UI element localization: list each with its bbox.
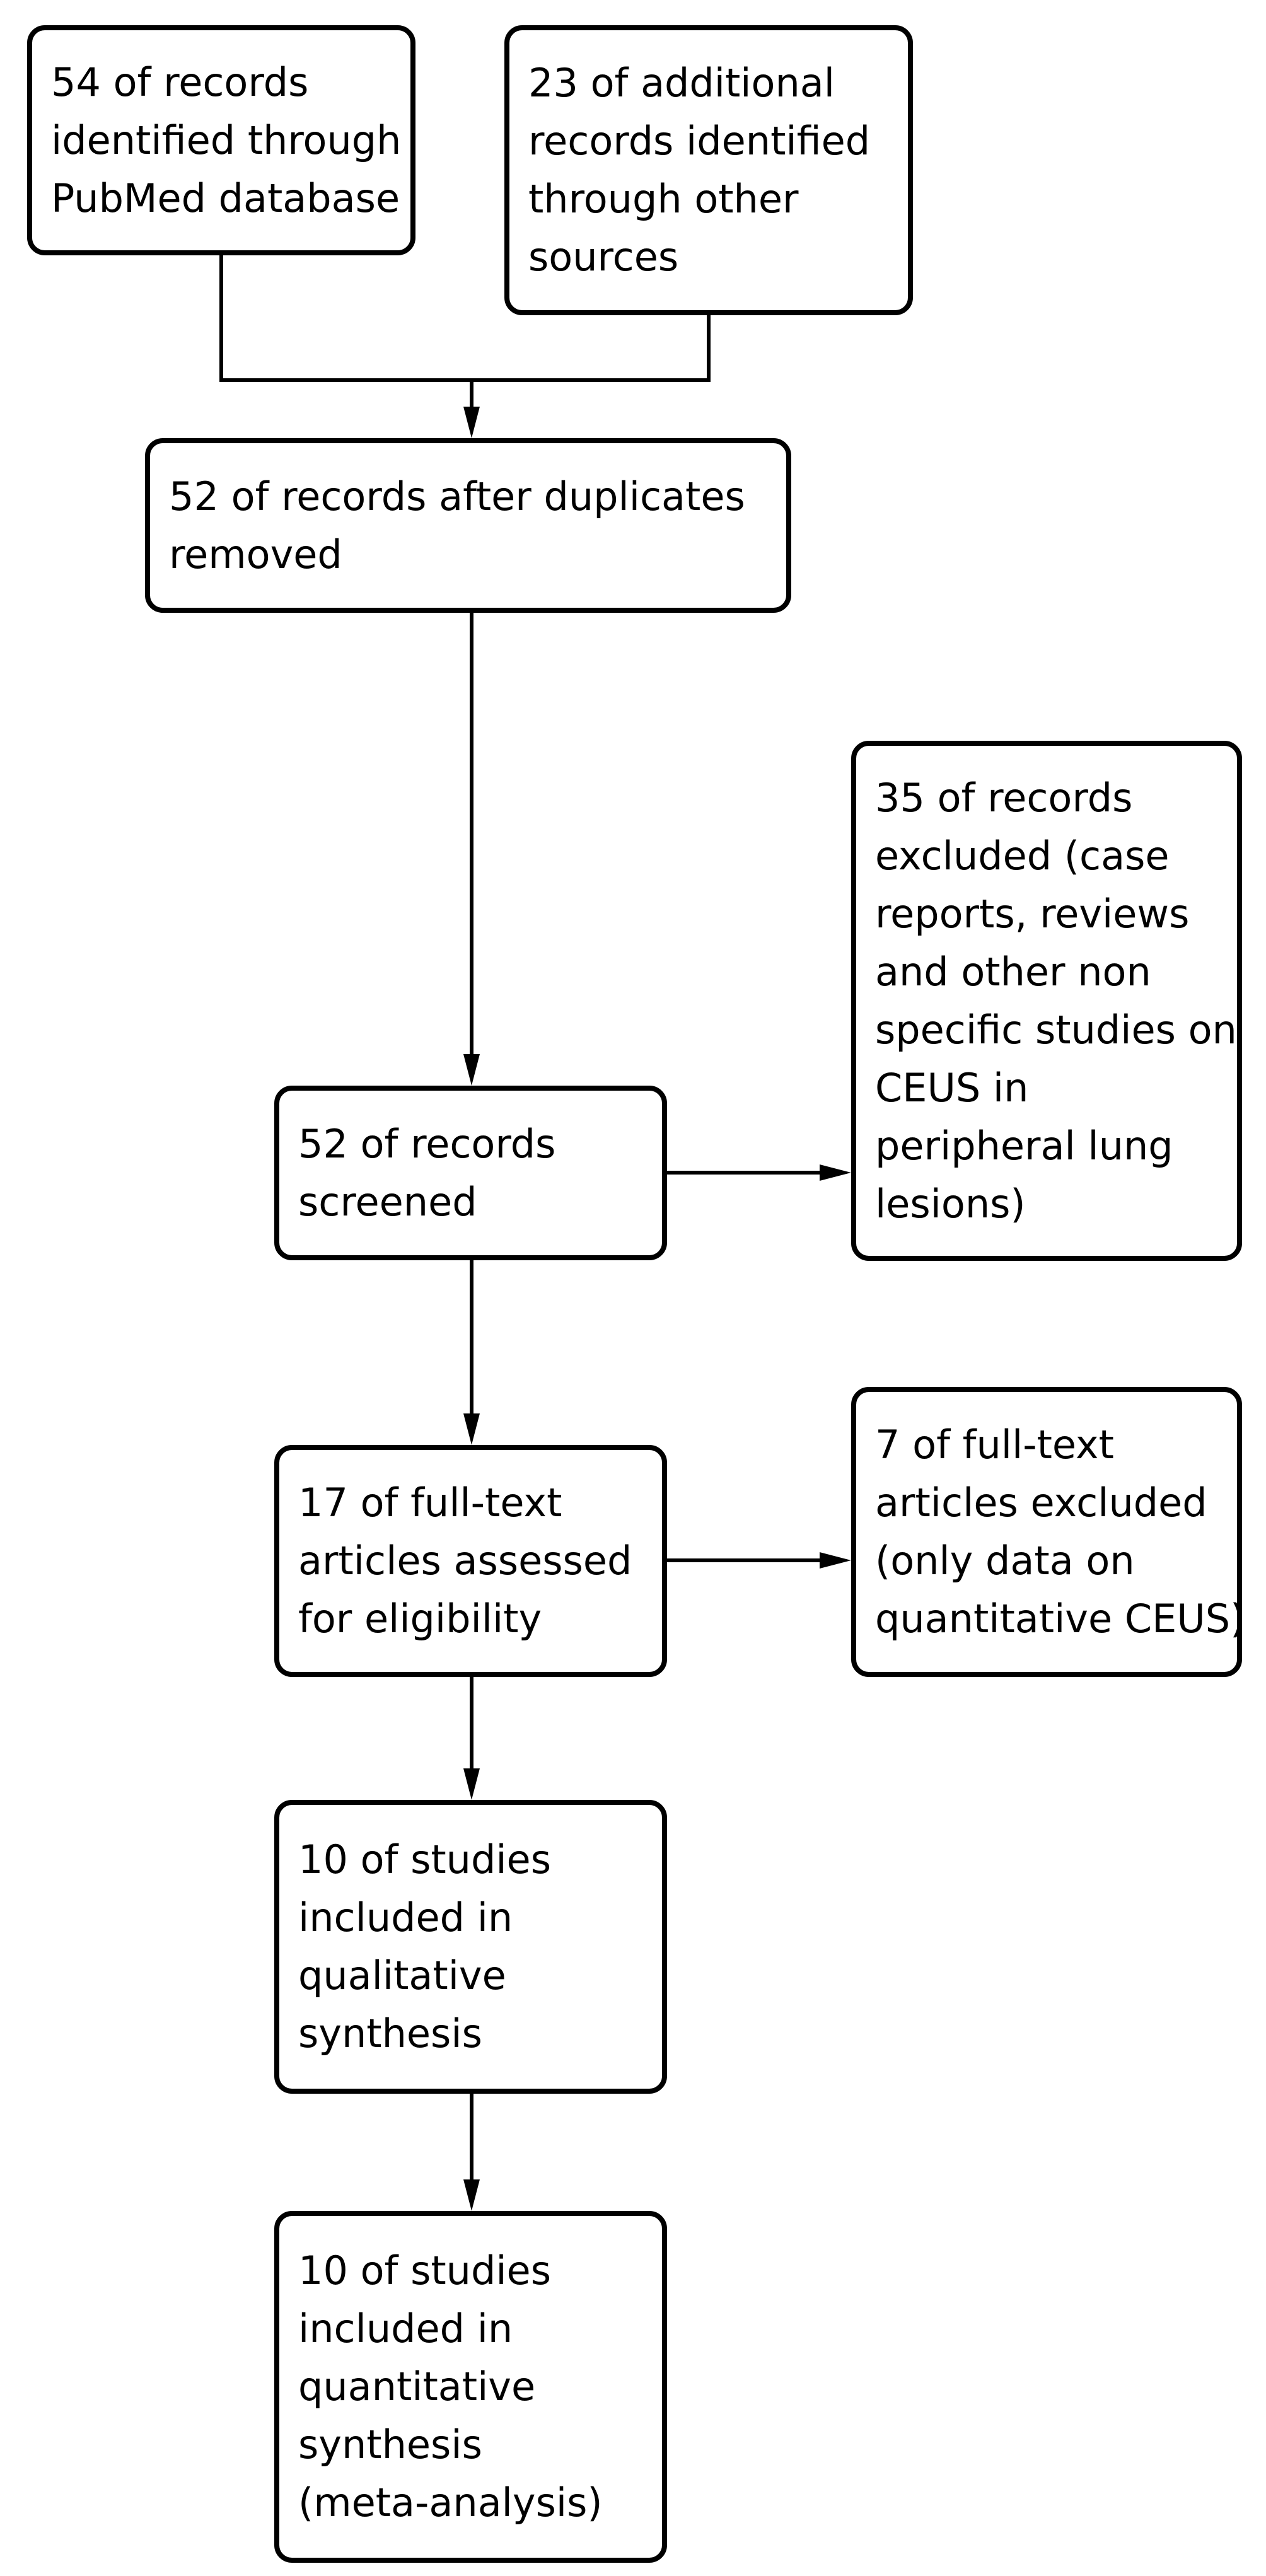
arrowhead-down-duplicates-icon [463, 407, 480, 438]
connector-other-sources-down [707, 313, 711, 380]
node-records-excluded: 35 of records excluded (case reports, re… [851, 741, 1242, 1261]
arrowhead-right-excluded-icon [820, 1164, 851, 1181]
node-records-additional-sources-label: 23 of additional records identified thro… [528, 60, 871, 280]
arrowhead-down-assessed-icon [463, 1413, 480, 1445]
connector-qualitative-to-quantitative [470, 2091, 473, 2183]
node-records-excluded-label: 35 of records excluded (case reports, re… [875, 774, 1237, 1227]
arrowhead-down-screened-icon [463, 1054, 480, 1086]
connector-duplicates-to-screened [470, 610, 473, 1058]
node-qualitative-synthesis: 10 of studies included in qualitative sy… [274, 1800, 667, 2094]
node-fulltext-assessed-label: 17 of full-text articles assessed for el… [298, 1480, 632, 1642]
arrowhead-down-qualitative-icon [463, 1768, 480, 1800]
node-fulltext-assessed: 17 of full-text articles assessed for el… [274, 1445, 667, 1677]
node-qualitative-synthesis-label: 10 of studies included in qualitative sy… [298, 1836, 552, 2057]
node-records-after-duplicates: 52 of records after duplicates removed [145, 438, 791, 613]
node-records-identified-pubmed: 54 of records identified through PubMed … [27, 25, 415, 255]
connector-assessed-to-excluded [665, 1558, 823, 1562]
node-records-screened: 52 of records screened [274, 1086, 667, 1260]
node-quantitative-synthesis: 10 of studies included in quantitative s… [274, 2211, 667, 2563]
node-fulltext-excluded-label: 7 of full-text articles excluded (only d… [875, 1422, 1242, 1642]
connector-merge-drop [470, 378, 473, 416]
connector-merge-horizontal [219, 378, 711, 382]
connector-screened-to-excluded [665, 1171, 823, 1175]
node-records-identified-pubmed-label: 54 of records identified through PubMed … [51, 59, 402, 221]
connector-assessed-to-qualitative [470, 1674, 473, 1772]
node-records-after-duplicates-label: 52 of records after duplicates removed [169, 473, 745, 577]
arrowhead-right-ft-excluded-icon [820, 1552, 851, 1569]
node-quantitative-synthesis-label: 10 of studies included in quantitative s… [298, 2248, 603, 2526]
arrowhead-down-quantitative-icon [463, 2179, 480, 2211]
connector-screened-to-assessed [470, 1258, 473, 1417]
node-fulltext-excluded: 7 of full-text articles excluded (only d… [851, 1387, 1242, 1677]
node-records-screened-label: 52 of records screened [298, 1120, 556, 1225]
connector-pubmed-down [219, 254, 223, 380]
node-records-additional-sources: 23 of additional records identified thro… [504, 25, 913, 315]
